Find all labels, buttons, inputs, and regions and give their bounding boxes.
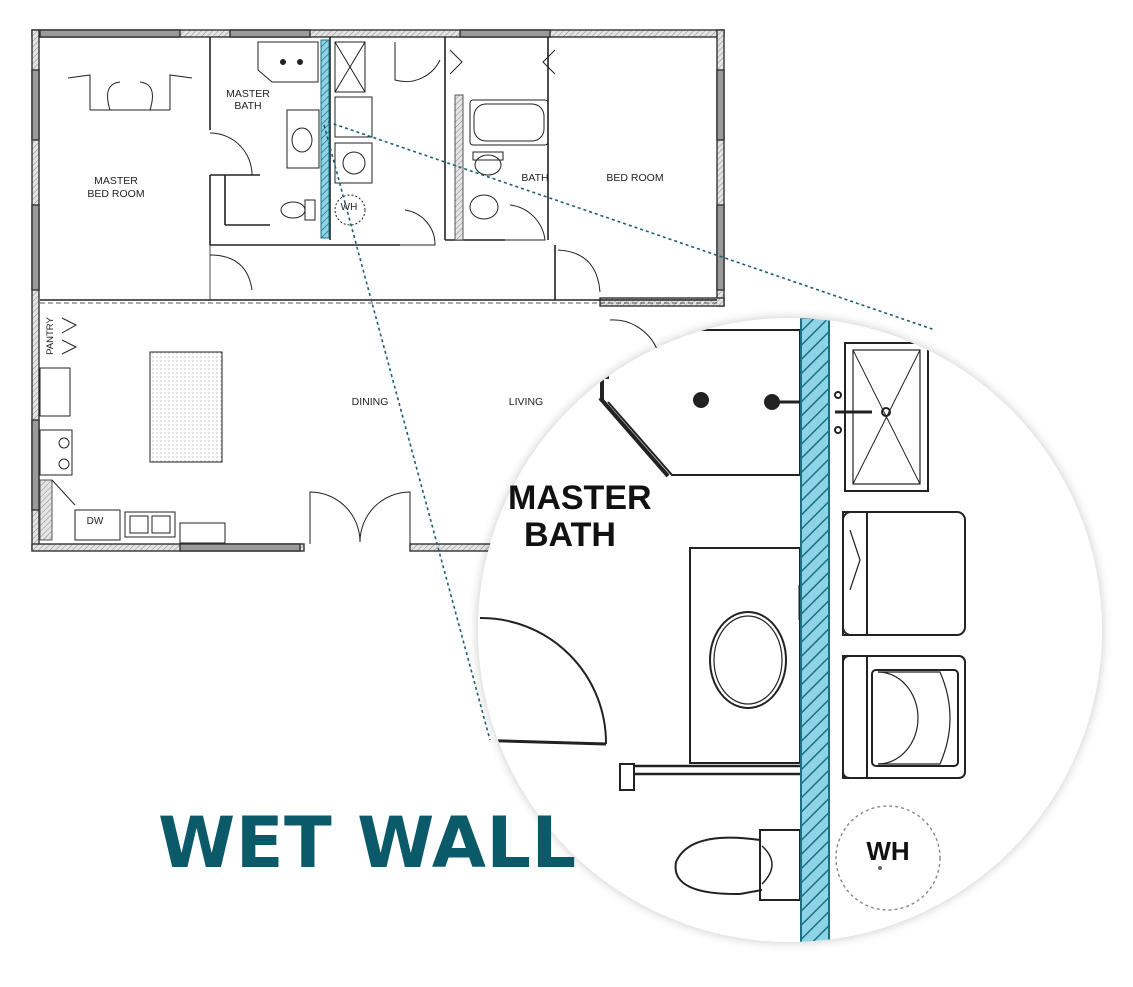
room-labels: MASTER BATH MASTER BED ROOM BATH BED ROO…: [45, 88, 664, 527]
kitchen-fixtures: [39, 351, 226, 544]
exterior-walls: [31, 29, 725, 552]
label-bath: BATH: [521, 172, 548, 184]
closet-doors: [67, 74, 193, 111]
zoom-dryer: [842, 655, 966, 779]
label-dw: DW: [87, 516, 104, 527]
label-master-bath-2: BATH: [234, 100, 261, 112]
label-master-bath-1: MASTER: [226, 88, 270, 100]
zoom-laundry-sink: [834, 342, 929, 492]
pantry-doors: [61, 317, 78, 355]
zoom-label-bath: BATH: [524, 516, 616, 554]
label-dining: DINING: [352, 396, 389, 408]
label-master-bed-2: BED ROOM: [87, 188, 144, 200]
zoom-water-heater: [835, 805, 941, 911]
zoom-label-wh: WH: [866, 836, 909, 866]
doors: [209, 42, 661, 544]
label-living: LIVING: [509, 396, 543, 408]
interior-walls: [40, 37, 717, 304]
label-wh: WH: [341, 202, 358, 213]
zoom-washer: [842, 511, 966, 636]
label-pantry: PANTRY: [45, 317, 56, 355]
label-bed-room: BED ROOM: [606, 172, 663, 184]
wet-wall-small: [320, 39, 330, 239]
bath-fixtures: [469, 99, 549, 220]
headline-wet-wall: WET WALL: [158, 802, 577, 884]
master-bath-fixtures: [257, 41, 320, 221]
laundry-fixtures: [334, 41, 373, 226]
leader-lines: [323, 121, 936, 741]
zoom-label-master: MASTER: [508, 479, 652, 517]
floor-plan: [31, 29, 725, 552]
label-master-bed-1: MASTER: [94, 175, 138, 187]
zoom-lower-wall: [619, 763, 800, 791]
zoom-labels: MASTER BATH WH: [508, 479, 910, 866]
wet-wall-zoom: [800, 318, 830, 942]
